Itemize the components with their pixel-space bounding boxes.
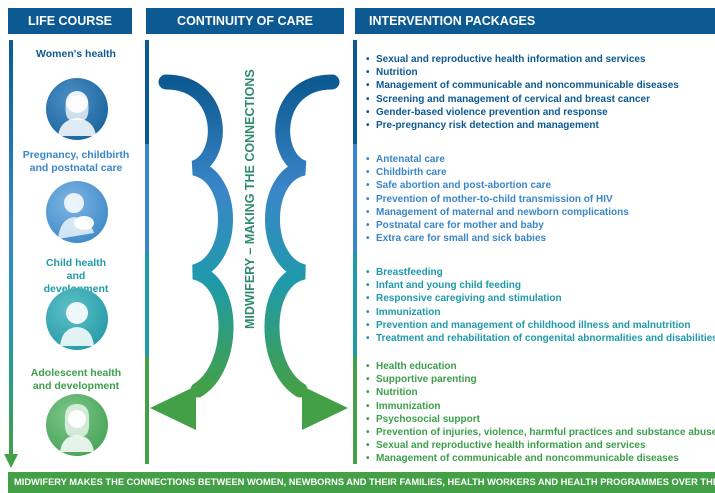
header-intervention-packages: INTERVENTION PACKAGES	[355, 8, 715, 34]
pregnancy-circle	[46, 181, 108, 243]
stage-label-pregnancy: Pregnancy, childbirth and postnatal care	[22, 149, 130, 174]
list-item: Immunization	[366, 400, 715, 413]
mother-baby-icon	[58, 193, 94, 239]
list-item: Responsive caregiving and stimulation	[366, 292, 715, 305]
list-item: Gender-based violence prevention and res…	[366, 106, 715, 119]
list-item: Antenatal care	[366, 153, 715, 166]
list-item: Sexual and reproductive health informati…	[366, 439, 715, 452]
list-item: Prevention of mother-to-child transmissi…	[366, 193, 715, 206]
footer-banner: MIDWIFERY MAKES THE CONNECTIONS BETWEEN …	[8, 472, 715, 493]
list-item: Postnatal care for mother and baby	[366, 219, 715, 232]
list-item: Prevention of injuries, violence, harmfu…	[366, 426, 715, 439]
packages-pregnancy: Antenatal care Childbirth care Safe abor…	[366, 153, 715, 245]
list-item: Prevention and management of childhood i…	[366, 319, 715, 332]
list-item: Supportive parenting	[366, 373, 715, 386]
list-item: Management of maternal and newborn compl…	[366, 206, 715, 219]
packages-adolescent-health: Health education Supportive parenting Nu…	[366, 360, 715, 466]
adolescent-icon	[60, 404, 94, 452]
right-bar-child	[353, 252, 357, 356]
list-item: Screening and management of cervical and…	[366, 93, 715, 106]
right-bar-pregnancy	[353, 144, 357, 252]
stage-label-adolescent-health: Adolescent health and development	[30, 367, 122, 392]
list-item: Pre-pregnancy risk detection and managem…	[366, 119, 715, 132]
mid-bar-child	[145, 252, 149, 356]
packages-child-health: Breastfeeding Infant and young child fee…	[366, 266, 715, 345]
header-continuity-of-care: CONTINUITY OF CARE	[146, 8, 344, 34]
list-item: Management of communicable and noncommun…	[366, 452, 715, 465]
packages-womens-health: Sexual and reproductive health informati…	[366, 53, 715, 132]
list-item: Sexual and reproductive health informati…	[366, 53, 715, 66]
list-item: Breastfeeding	[366, 266, 715, 279]
list-item: Extra care for small and sick babies	[366, 232, 715, 245]
list-item: Safe abortion and post-abortion care	[366, 179, 715, 192]
right-bar-adolescent	[353, 356, 357, 464]
womens-health-circle	[46, 78, 108, 140]
list-item: Nutrition	[366, 386, 715, 399]
list-item: Nutrition	[366, 66, 715, 79]
header-life-course: LIFE COURSE	[8, 8, 132, 34]
list-item: Health education	[366, 360, 715, 373]
list-item: Treatment and rehabilitation of congenit…	[366, 332, 715, 345]
child-health-circle	[46, 288, 108, 350]
list-item: Childbirth care	[366, 166, 715, 179]
woman-icon	[58, 91, 96, 136]
continuity-arrows	[150, 74, 348, 430]
mid-bar-womens	[145, 40, 149, 144]
list-item: Immunization	[366, 306, 715, 319]
list-item: Psychosocial support	[366, 413, 715, 426]
list-item: Infant and young child feeding	[366, 279, 715, 292]
child-icon	[60, 302, 94, 346]
list-item: Management of communicable and noncommun…	[366, 79, 715, 92]
mid-bar-adolescent	[145, 356, 149, 464]
mid-bar-pregnancy	[145, 144, 149, 252]
midwifery-vertical-label: MIDWIFERY – MAKING THE CONNECTIONS	[243, 69, 257, 329]
right-bar-womens	[353, 40, 357, 144]
stage-label-womens-health: Women's health	[36, 48, 116, 60]
adolescent-health-circle	[46, 394, 108, 456]
life-course-arrow	[4, 40, 18, 468]
